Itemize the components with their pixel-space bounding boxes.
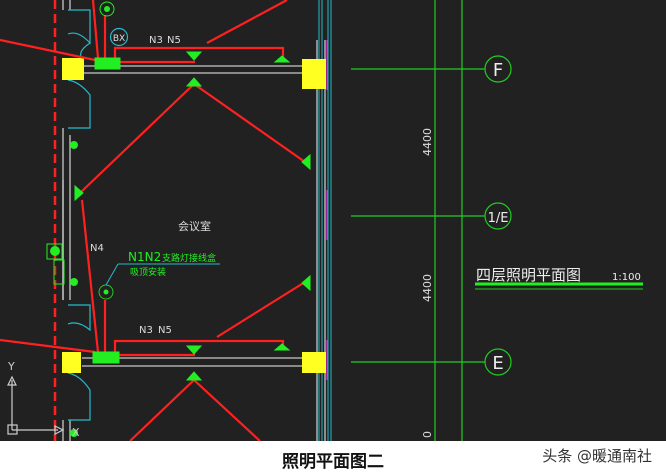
axis-bubble-f: F (493, 60, 503, 81)
ceiling-light-icon (99, 1, 115, 17)
axis-bubble-1e: 1/E (488, 211, 509, 226)
wall-lamp-icon (185, 345, 203, 355)
junction-note: 支路灯接线盒 (162, 252, 216, 264)
watermark: 头条 @暖通南社 (542, 447, 652, 465)
figure-caption: 照明平面图二 (282, 452, 384, 472)
wire-label-n5-top: N5 (167, 35, 181, 46)
wire-label-n4: N4 (90, 243, 104, 254)
walls (62, 0, 326, 441)
ucs-x-label: X (72, 426, 80, 439)
light-fixtures (46, 1, 311, 437)
switch-icon (70, 141, 78, 149)
junction-label: N1N2 (128, 250, 161, 264)
switch-icon (70, 278, 78, 286)
wall-lamp-icon (273, 343, 291, 351)
wire-label-n3-top: N3 (149, 35, 163, 46)
wiring (0, 0, 306, 441)
wall-lamp-icon (74, 184, 84, 202)
dimension-partial: 0 (421, 431, 434, 438)
ucs-icon (7, 375, 65, 435)
columns (62, 58, 326, 373)
ucs-y-label: Y (7, 360, 15, 373)
wall-lamp-icon (301, 153, 311, 171)
wall-lamp-icon (185, 371, 203, 381)
axis-bubble-e: E (492, 353, 503, 374)
wall-lamp-icon (301, 274, 311, 292)
distribution-box (94, 57, 121, 70)
door-swings (67, 9, 91, 421)
bx-label: BX (113, 34, 125, 44)
bx-bubble (109, 27, 129, 47)
wire-label-n3-bottom: N3 (139, 325, 153, 336)
wall-lamp-icon (185, 77, 203, 87)
dimension-4400-lower: 4400 (421, 274, 434, 302)
plan-title: 四层照明平面图 (476, 266, 581, 284)
caption-bar: 照明平面图二 头条 @暖通南社 (0, 441, 666, 473)
distribution-box (92, 351, 120, 364)
plan-scale: 1:100 (612, 272, 641, 283)
room-label: 会议室 (178, 219, 211, 233)
cad-drawing-canvas[interactable]: BX N3 N5 N3 N5 N4 会议室 N1N2 支路灯接线盒 吸顶安装 Y… (0, 0, 666, 441)
wire-label-n5-bottom: N5 (158, 325, 172, 336)
panel-icon (46, 243, 63, 260)
wall-lamp-icon (185, 51, 203, 61)
axis-grid (351, 0, 512, 441)
mount-note: 吸顶安装 (130, 266, 166, 278)
dimension-4400-upper: 4400 (421, 128, 434, 156)
wall-lamp-icon (273, 55, 291, 63)
